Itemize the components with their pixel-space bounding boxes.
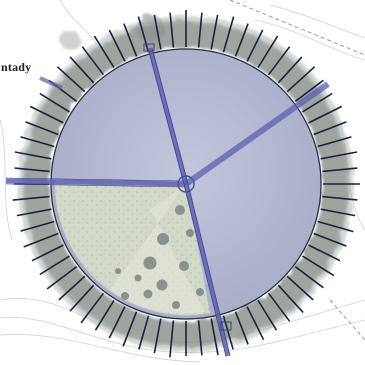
perimeter-post	[138, 315, 150, 350]
perimeter-post	[277, 284, 304, 314]
perimeter-post	[31, 244, 64, 262]
perimeter-post	[302, 255, 335, 277]
perimeter-post	[267, 46, 291, 76]
perimeter-post	[234, 23, 249, 57]
perimeter-post	[69, 56, 95, 84]
perimeter-post	[20, 220, 55, 232]
north-spoke	[147, 47, 189, 185]
spoke-edges	[5, 47, 231, 357]
south-gate-marker	[220, 321, 232, 331]
perimeter-post	[137, 16, 150, 53]
perimeter-post	[320, 208, 356, 217]
hub-circle	[177, 175, 195, 193]
perimeter-post	[69, 284, 95, 312]
perimeter-post	[153, 318, 162, 354]
perimeter-post	[277, 56, 303, 84]
perimeter-post	[93, 35, 115, 68]
perimeter-post	[210, 318, 219, 356]
west-spoke	[5, 178, 187, 187]
perimeter-post	[294, 79, 324, 103]
wedge-shade	[110, 184, 205, 314]
perimeter-post	[169, 320, 175, 358]
perimeter-post	[29, 105, 64, 124]
perimeter-post	[81, 46, 105, 76]
perimeter-post	[39, 92, 70, 113]
perimeter-post	[197, 12, 203, 48]
place-name-label: ntady	[1, 60, 32, 74]
perimeter-post	[94, 300, 115, 331]
north-gate-marker	[143, 43, 155, 52]
perimeter-post	[153, 14, 162, 50]
perimeter-post	[14, 167, 50, 173]
dashed-boundary-east	[329, 299, 365, 341]
perimeter-post	[246, 29, 264, 62]
perimeter-post	[308, 105, 343, 124]
northeast-spoke	[184, 81, 330, 187]
perimeter-post	[267, 292, 291, 322]
perimeter-post	[294, 265, 324, 289]
perimeter-post	[23, 232, 59, 248]
perimeter-post	[222, 315, 234, 350]
perimeter-post	[234, 311, 249, 345]
perimeter-post	[169, 12, 175, 48]
perimeter-post	[80, 292, 105, 324]
perimeter-post	[58, 275, 86, 301]
perimeter-post	[308, 244, 341, 262]
perimeter-post	[39, 255, 70, 276]
perimeter-post	[317, 220, 354, 233]
perimeter-post	[108, 29, 126, 62]
shrub-clusters	[115, 205, 204, 309]
perimeter-post	[246, 306, 265, 341]
northwest-stub	[39, 76, 63, 90]
perimeter-post	[16, 208, 52, 217]
perimeter-post	[320, 151, 358, 160]
perimeter-post	[286, 66, 316, 93]
perimeter-post	[108, 306, 126, 339]
perimeter-post	[56, 66, 86, 93]
perimeter-post	[302, 92, 333, 113]
perimeter-post	[313, 121, 347, 136]
perimeter-post	[322, 195, 358, 201]
dashed-boundary	[229, 0, 365, 56]
perimeter-posts	[12, 10, 360, 358]
perimeter-post	[197, 320, 203, 356]
perimeter-post	[322, 167, 358, 173]
perimeter-post	[12, 195, 50, 201]
perimeter-post	[25, 121, 59, 136]
perimeter-post	[123, 23, 138, 57]
perimeter-post	[122, 311, 138, 347]
perimeter-post	[222, 16, 235, 53]
perimeter-post	[257, 35, 279, 68]
perimeter-post	[210, 14, 219, 50]
perimeter-post	[286, 275, 314, 301]
perimeter-post	[257, 300, 278, 331]
perimeter-post	[317, 136, 352, 148]
perimeter-post	[313, 232, 347, 247]
perimeter-post	[14, 151, 52, 160]
perimeter-post	[20, 136, 55, 148]
perimeter-post	[46, 265, 78, 290]
